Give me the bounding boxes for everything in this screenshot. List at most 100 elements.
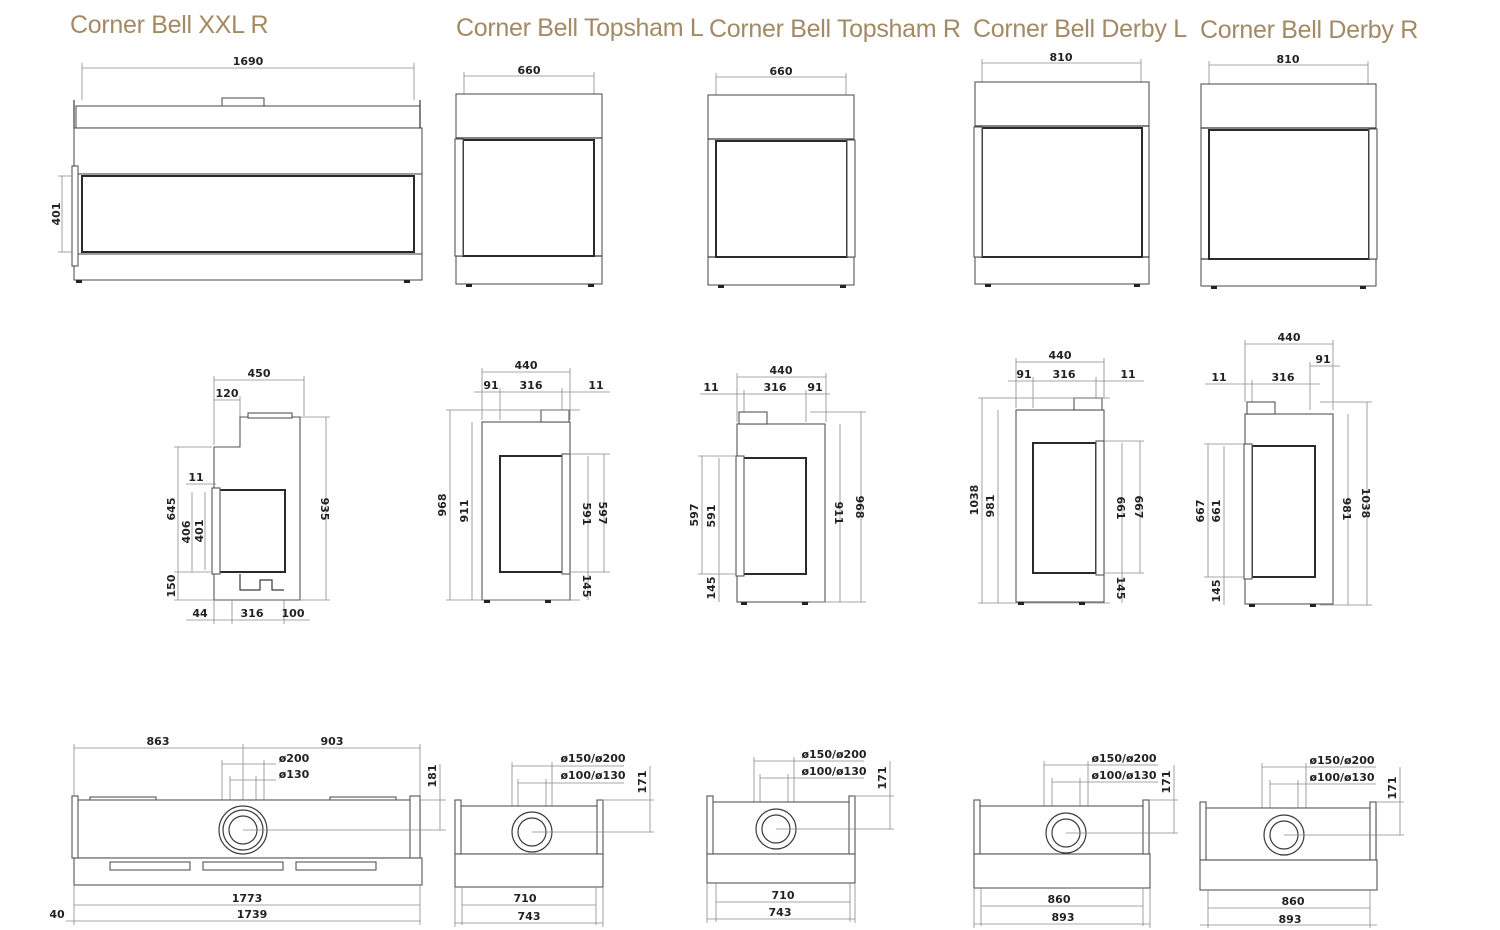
dim-ts-l-top-171: 171 (636, 771, 649, 794)
dim-db-r-1038: 1038 (1359, 488, 1372, 519)
dim-db-r-top-d100: ø100/ø130 (1309, 771, 1374, 784)
dim-ts-l-side-11: 11 (588, 379, 603, 392)
dim-db-l-661: 661 (1114, 497, 1127, 520)
dim-ts-l-side-91: 91 (483, 379, 498, 392)
derby-l-top-view: ø150/ø200 ø100/ø130 171 860 893 (973, 752, 1178, 928)
dim-db-r-667: 667 (1194, 500, 1207, 523)
dim-db-l-top-893: 893 (1052, 911, 1075, 924)
dim-xxl-top-863: 863 (147, 735, 170, 748)
dim-db-r-top-171: 171 (1386, 777, 1399, 800)
dim-xxl-top-d200: ø200 (279, 752, 310, 765)
dim-xxl-top-903: 903 (321, 735, 344, 748)
dim-db-l-side-440: 440 (1049, 349, 1072, 362)
dim-db-l-145: 145 (1114, 577, 1127, 600)
dim-xxl-top-1773: 1773 (232, 892, 263, 905)
dim-ts-l-side-316: 316 (520, 379, 543, 392)
dim-xxl-side-401: 401 (193, 520, 206, 543)
dim-xxl-side-935: 935 (318, 498, 331, 521)
dim-ts-l-top-d100: ø100/ø130 (560, 769, 625, 782)
dim-db-l-top-171: 171 (1160, 771, 1173, 794)
topsham-l-side-view: 440 91 316 11 968 911 591 597 145 (436, 359, 610, 603)
dim-xxl-side-11: 11 (188, 471, 203, 484)
dim-db-r-top-893: 893 (1279, 913, 1302, 926)
dim-ts-r-side-91: 91 (807, 381, 822, 394)
dim-db-l-667: 667 (1132, 496, 1145, 519)
dim-xxl-side-316: 316 (241, 607, 264, 620)
dim-db-l-side-91: 91 (1016, 368, 1031, 381)
title-topsham-l: Corner Bell Topsham L (456, 14, 704, 42)
xxl-front-view: 1690 401 (50, 55, 423, 283)
dim-ts-r-side-11: 11 (703, 381, 718, 394)
dim-ts-r-911: 911 (832, 502, 845, 525)
dim-ts-r-top-d100: ø100/ø130 (801, 765, 866, 778)
topsham-r-side-view: 440 11 316 91 968 911 597 591 145 (688, 364, 866, 605)
dim-xxl-side-44: 44 (192, 607, 208, 620)
dim-ts-l-top-d150: ø150/ø200 (560, 752, 625, 765)
dim-xxl-front-width: 1690 (233, 55, 264, 68)
derby-r-side-view: 440 91 11 316 1038 981 667 661 145 (1194, 331, 1372, 607)
dim-xxl-side-120: 120 (216, 387, 239, 400)
dim-ts-r-145: 145 (705, 577, 718, 600)
dim-ts-r-968: 968 (853, 496, 866, 519)
dim-ts-l-968: 968 (436, 494, 449, 517)
dim-db-r-top-d150: ø150/ø200 (1309, 754, 1374, 767)
derby-l-front-view: 810 (973, 51, 1150, 287)
dim-ts-r-top-d150: ø150/ø200 (801, 748, 866, 761)
dim-db-r-661: 661 (1210, 500, 1223, 523)
dim-ts-l-front-width: 660 (518, 64, 541, 77)
dim-ts-l-597: 597 (596, 502, 609, 525)
dim-xxl-side-406: 406 (180, 520, 193, 543)
topsham-l-front-view: 660 (454, 64, 603, 287)
dim-ts-l-145: 145 (580, 575, 593, 598)
dim-ts-r-597: 597 (688, 504, 701, 527)
dim-xxl-top-181: 181 (426, 765, 439, 788)
derby-r-front-view: 810 (1200, 53, 1378, 289)
dim-xxl-top-d130: ø130 (279, 768, 310, 781)
dim-db-l-top-860: 860 (1048, 893, 1071, 906)
dim-db-r-side-440: 440 (1278, 331, 1301, 344)
dim-db-r-front-width: 810 (1277, 53, 1300, 66)
dim-db-l-front-width: 810 (1050, 51, 1073, 64)
derby-r-top-view: ø150/ø200 ø100/ø130 171 860 893 (1199, 754, 1404, 928)
dim-ts-l-top-710: 710 (514, 892, 537, 905)
dim-xxl-top-1739: 1739 (237, 908, 268, 921)
title-derby-l: Corner Bell Derby L (973, 15, 1187, 43)
title-topsham-r: Corner Bell Topsham R (709, 15, 961, 43)
dim-ts-l-911: 911 (458, 500, 471, 523)
dim-xxl-side-645: 645 (165, 498, 178, 521)
title-xxl-r: Corner Bell XXL R (70, 11, 269, 39)
dim-ts-l-591: 591 (580, 503, 593, 526)
dim-ts-l-side-440: 440 (515, 359, 538, 372)
dim-ts-r-front-width: 660 (770, 65, 793, 78)
dim-ts-r-top-710: 710 (772, 889, 795, 902)
topsham-r-top-view: ø150/ø200 ø100/ø130 171 710 743 (706, 748, 894, 923)
dim-db-l-top-d150: ø150/ø200 (1091, 752, 1156, 765)
dim-db-l-1038: 1038 (968, 485, 981, 516)
dim-db-r-top-860: 860 (1282, 895, 1305, 908)
derby-l-side-view: 440 91 316 11 1038 981 661 667 145 (968, 349, 1145, 605)
xxl-side-view: 450 120 11 645 406 401 935 150 44 316 10… (165, 367, 331, 624)
dim-ts-l-top-743: 743 (518, 910, 541, 923)
dim-ts-r-top-743: 743 (769, 906, 792, 919)
dim-db-l-981: 981 (984, 495, 997, 518)
dim-db-r-side-91: 91 (1315, 353, 1330, 366)
title-derby-r: Corner Bell Derby R (1200, 16, 1418, 44)
dim-db-r-side-11: 11 (1211, 371, 1226, 384)
topsham-l-top-view: ø150/ø200 ø100/ø130 171 710 743 (454, 752, 654, 927)
dim-db-l-side-316: 316 (1053, 368, 1076, 381)
dim-xxl-side-150: 150 (165, 574, 178, 597)
dim-db-l-top-d100: ø100/ø130 (1091, 769, 1156, 782)
dim-ts-r-top-171: 171 (876, 767, 889, 790)
xxl-top-view: 863 903 ø200 ø130 181 1773 1739 40 (49, 735, 446, 925)
dim-xxl-front-glass-h: 401 (50, 203, 63, 226)
dim-xxl-side-100: 100 (282, 607, 305, 620)
dim-xxl-side-depth: 450 (248, 367, 271, 380)
dim-ts-r-side-316: 316 (764, 381, 787, 394)
dim-db-r-981: 981 (1340, 498, 1353, 521)
dim-xxl-top-40: 40 (49, 908, 65, 921)
dim-db-r-145: 145 (1210, 580, 1223, 603)
dim-db-r-side-316: 316 (1272, 371, 1295, 384)
dim-db-l-side-11: 11 (1120, 368, 1135, 381)
topsham-r-front-view: 660 (707, 65, 856, 288)
